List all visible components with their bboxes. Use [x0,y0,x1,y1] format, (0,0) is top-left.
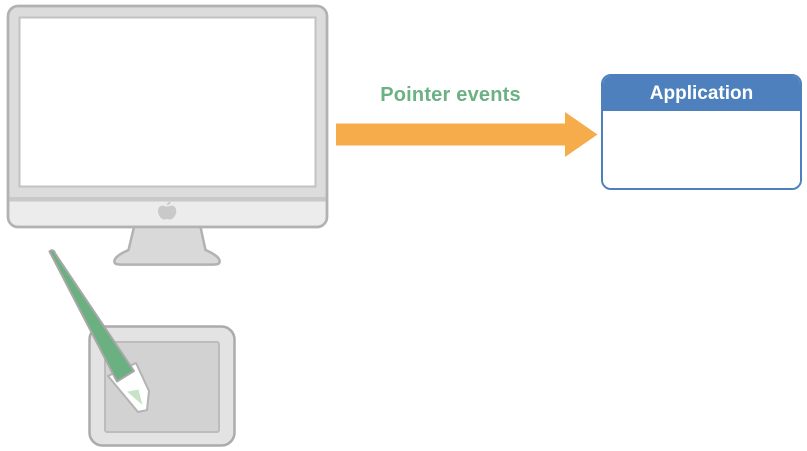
apple-logo-icon [158,201,177,220]
application-box-body [603,111,800,188]
application-box: Application [601,74,802,190]
graphics-tablet [88,325,236,447]
application-box-title: Application [603,76,800,111]
monitor-screen [18,16,317,188]
stylus [48,249,150,413]
pointer-events-label: Pointer events [380,84,521,106]
stylus-nib [123,386,146,410]
imac-monitor [6,4,329,266]
pointer-events-arrow [336,112,598,157]
monitor-stand [113,225,221,266]
monitor-chin-divider [9,197,326,202]
stylus-shaft [48,249,135,383]
